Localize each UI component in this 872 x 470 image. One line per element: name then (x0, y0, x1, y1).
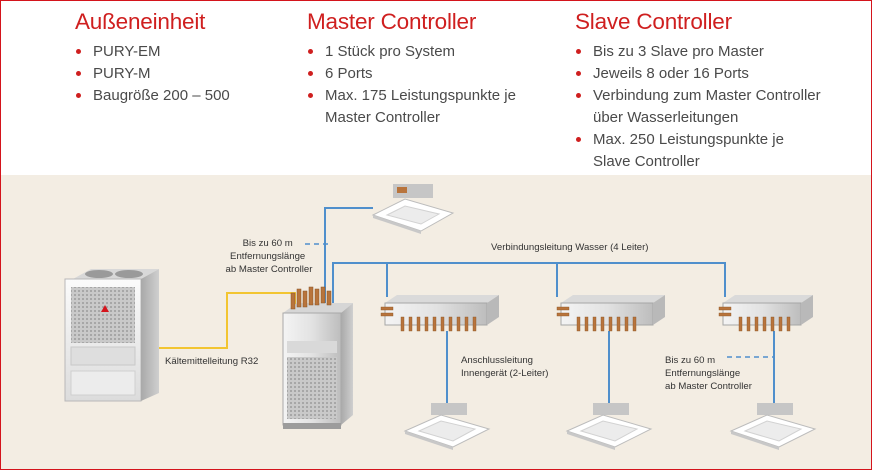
list-item: PURY-M (75, 63, 230, 85)
outdoor-unit (64, 269, 159, 402)
pipe-to-master-cassette (324, 207, 373, 311)
list-item: Bis zu 3 Slave pro Master (575, 41, 825, 63)
bullet-dot (576, 93, 581, 98)
label-connection-line: Anschlussleitung Innengerät (2-Leiter) (461, 355, 548, 379)
column-slave-controller: Slave Controller Bis zu 3 Slave pro Mast… (575, 9, 825, 173)
column-heading: Master Controller (307, 9, 477, 34)
bullet-dot (576, 49, 581, 54)
list-item: Baugröße 200 – 500 (75, 85, 230, 107)
list-item: Max. 175 Leistungspunkte je Master Contr… (307, 85, 565, 129)
bullet-list: Bis zu 3 Slave pro Master Jeweils 8 oder… (575, 41, 825, 173)
bullet-dot (76, 49, 81, 54)
pipe-water-main (332, 262, 726, 306)
column-outdoor-unit: Außeneinheit PURY-EM PURY-M Baugröße 200… (75, 9, 230, 107)
bullet-list: PURY-EM PURY-M Baugröße 200 – 500 (75, 41, 230, 107)
slave-controller-3 (718, 295, 813, 332)
column-heading: Außeneinheit (75, 9, 206, 34)
list-item: Verbindung zum Master Controller über Wa… (575, 85, 825, 129)
bullet-dot (576, 71, 581, 76)
refrigerant-pipe (153, 292, 296, 349)
slave-controller-2 (556, 295, 665, 332)
bullet-dot (76, 71, 81, 76)
list-item: Jeweils 8 oder 16 Ports (575, 63, 825, 85)
label-water-line: Verbindungsleitung Wasser (4 Leiter) (491, 242, 649, 253)
distance-markers (305, 243, 773, 358)
bullet-dot (308, 49, 313, 54)
ceiling-cassette-1 (403, 403, 491, 450)
column-heading: Slave Controller (575, 9, 732, 34)
bullet-dot (308, 93, 313, 98)
slave-controller-1 (380, 295, 499, 332)
list-item: 6 Ports (307, 63, 565, 85)
master-controller (282, 286, 353, 429)
water-pipes (324, 207, 775, 405)
column-master-controller: Master Controller 1 Stück pro System 6 P… (307, 9, 565, 129)
bullet-list: 1 Stück pro System 6 Ports Max. 175 Leis… (307, 41, 565, 129)
list-item: Max. 250 Leistungspunkte je Slave Contro… (575, 129, 825, 173)
label-refrigerant-line: Kältemittelleitung R32 (165, 356, 258, 367)
bullet-dot (76, 93, 81, 98)
ceiling-cassette-master (371, 184, 455, 234)
ceiling-cassette-2 (565, 403, 653, 450)
label-distance-master: Bis zu 60 m Entfernungslänge ab Master C… (226, 238, 314, 275)
bullet-dot (576, 137, 581, 142)
list-item: PURY-EM (75, 41, 230, 63)
ceiling-cassette-3 (729, 403, 817, 450)
label-distance-slave: Bis zu 60 m Entfernungslänge ab Master C… (665, 355, 753, 392)
bullet-dot (308, 71, 313, 76)
list-item: 1 Stück pro System (307, 41, 565, 63)
